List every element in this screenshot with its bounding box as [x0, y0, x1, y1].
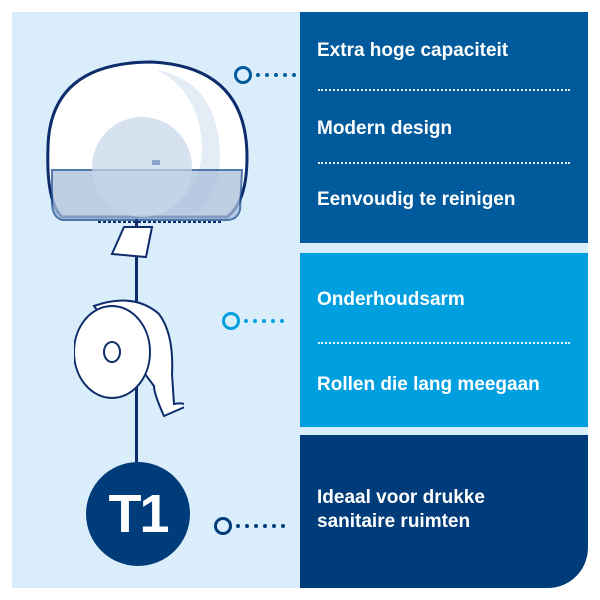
dotted-divider	[318, 89, 570, 91]
ring-icon	[214, 517, 232, 535]
toilet-paper-dispenser-icon	[46, 60, 249, 259]
ring-icon	[234, 66, 252, 84]
feature-label: sanitaire ruimten	[317, 511, 471, 532]
connector-2	[222, 312, 284, 330]
t1-badge: T1	[86, 462, 190, 566]
feature-box-capacity: Extra hoge capaciteit Modern design Eenv…	[300, 12, 588, 243]
feature-label: Extra hoge capaciteit	[317, 40, 509, 61]
dotted-divider	[318, 162, 570, 164]
dotted-leader	[244, 319, 284, 323]
dotted-divider	[318, 342, 570, 344]
dotted-leader	[236, 524, 285, 528]
feature-label: Ideaal voor drukke	[317, 487, 485, 508]
feature-label: Rollen die lang meegaan	[317, 374, 540, 395]
infographic-panel: T1 Extra hoge capaciteit Modern design E…	[12, 12, 588, 588]
feature-label: Onderhoudsarm	[317, 289, 465, 310]
ring-icon	[222, 312, 240, 330]
dotted-leader	[256, 73, 296, 77]
connector-3	[214, 517, 285, 535]
feature-box-maintenance: Onderhoudsarm Rollen die lang meegaan	[300, 253, 588, 427]
feature-label: Eenvoudig te reinigen	[317, 189, 516, 210]
feature-label: Modern design	[317, 118, 453, 139]
connector-1	[234, 66, 296, 84]
toilet-roll-icon	[74, 299, 184, 418]
feature-box-usage: Ideaal voor drukke sanitaire ruimten	[300, 435, 588, 588]
